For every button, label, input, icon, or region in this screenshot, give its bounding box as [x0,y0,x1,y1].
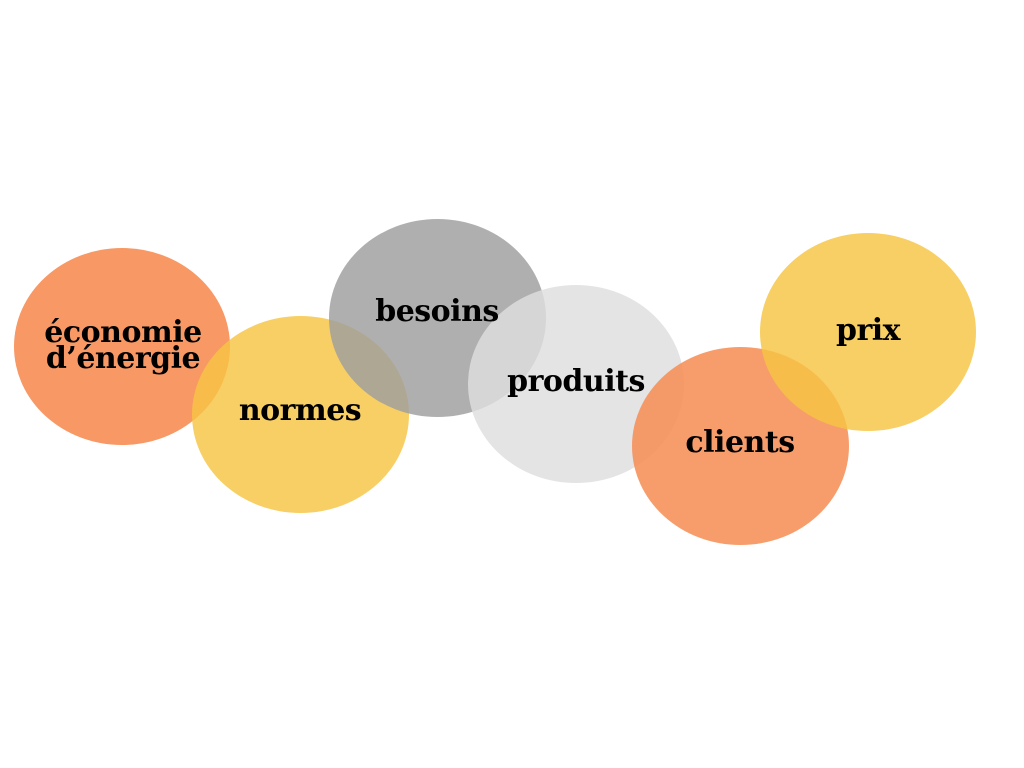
prix-bubble [760,233,976,431]
economie-label-line-2: d’énergie [45,341,201,376]
clients-label-text: clients [685,425,795,460]
prix-label: prix [835,313,901,348]
normes-label-text: normes [238,393,362,428]
produits-label: produits [507,364,645,399]
clients-label: clients [685,425,795,460]
economie-label-line-1: économie [44,315,202,350]
besoins-label: besoins [375,294,499,329]
produits-label-text: produits [507,364,645,399]
economie-energie-label: économie d’énergie [44,315,202,376]
prix-label-text: prix [835,313,901,348]
normes-label: normes [238,393,362,428]
besoins-label-text: besoins [375,294,499,329]
